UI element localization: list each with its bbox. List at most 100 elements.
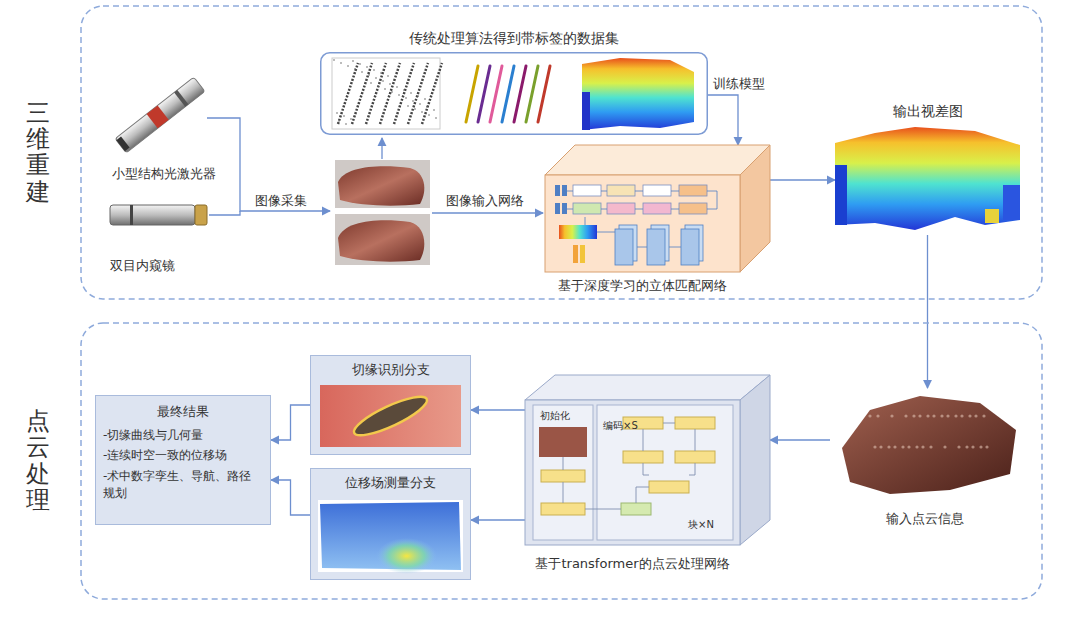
tcube-node: 基于transformer的点云处理网络 [525,375,770,545]
noise-dot [366,66,368,68]
label-line [478,66,490,122]
caption-label: 图像采集 [255,192,307,210]
noise-dot [396,86,398,88]
cube-node: 基于深度学习的立体匹配网络 [545,145,770,272]
cloud-point [932,414,935,417]
result-node: 最终结果-切缘曲线与几何量-连续时空一致的位移场-术中数字孪生、导航、路径规划 [95,395,271,525]
laser-band [147,105,169,128]
node-text: -切缘曲线与几何量 [95,427,271,447]
label-line [466,66,478,122]
cube-side [740,145,770,272]
inner-panel [597,405,733,540]
cloud-point [904,414,907,417]
feature-block [607,203,635,214]
label-line [526,66,538,122]
cloud-point [873,445,876,448]
branch-box [311,469,471,580]
block-link [563,423,695,509]
noise-dot [405,97,407,99]
cloud-point [901,445,904,448]
encoder-block [541,470,585,482]
image-frame [335,160,430,208]
feature-block [643,185,671,196]
cloud-point [979,445,982,448]
cloud-point [868,414,871,417]
encoder-block [675,417,715,429]
feature-block [607,185,635,196]
node-heading: 切缘识别分支 [310,355,471,379]
cube-front [545,175,740,272]
feature-block [679,203,707,214]
margin-curve [350,390,431,442]
conv-block [647,229,665,265]
noise-dot [343,115,345,117]
noise-dot [370,82,372,84]
node-text: -连续时空一致的位移场 [95,447,271,467]
cloud-node: 输入点云信息 [830,388,1020,500]
result-box [96,396,271,525]
noise-dot [387,75,389,77]
cloud-point [918,414,921,417]
noise-dot [338,120,340,122]
cloud-point [890,414,893,417]
endoscope-tip [195,205,207,225]
noise-dot [403,89,405,91]
cloud-point [887,445,890,448]
stripe-image [332,58,440,129]
noise-dot [426,106,428,108]
feature-block [573,185,601,196]
noise-dot [419,103,421,105]
noise-dot [368,74,370,76]
cloud-point [954,414,957,417]
label-line [490,66,502,122]
laser-illustration [115,77,205,153]
stereo-images [335,160,430,265]
laser-body [115,77,205,153]
band-node: 三维重建传统处理算法得到带标签的数据集基于深度学习的立体匹配网络输出视差图 [80,5,1043,300]
noise-dot [410,92,412,94]
point-cloud [842,396,1016,494]
noise-dot [361,71,363,73]
cloud-point [929,445,932,448]
noise-dot [424,98,426,100]
conv-block [681,229,699,265]
cube-shape [545,145,770,272]
tissue-thumbnail [539,427,587,457]
node-heading: 基于transformer的点云处理网络 [525,555,740,573]
disp-shape [835,125,1020,235]
feature-block [573,203,601,214]
disparity-edge [835,165,847,225]
disp-node: 输出视差图 [835,125,1020,235]
caption-label: 编码×S [603,420,613,431]
cloud-point [879,445,882,448]
cloud-point [946,414,949,417]
flow-connector [271,405,310,440]
cloud-point [960,414,963,417]
flow-connector [271,480,310,515]
node-heading: 点云处理 [26,408,50,514]
noise-dot [373,69,375,71]
noise-dot [336,112,338,114]
noise-dot [345,123,347,125]
cloud-point [943,445,946,448]
cloud-point [907,445,910,448]
image-frame [335,214,430,265]
branch2-node: 位移场测量分支 [310,468,471,580]
layer-block [555,185,560,196]
label-line [502,66,514,122]
tissue-image [338,166,424,205]
layer-block [555,203,560,214]
bar [573,245,578,263]
tcube-shape [525,375,770,545]
encoder-block [675,451,715,463]
cost-volume [559,225,597,239]
arrow-line [432,212,543,213]
cloud-point [893,445,896,448]
embed-block [621,503,651,515]
noise-dot [421,111,423,113]
cloud-point [965,445,968,448]
cloud-point [971,445,974,448]
node-heading: 基于深度学习的立体匹配网络 [545,277,740,295]
depth-map-edge [582,92,590,130]
tissue-image [338,220,424,261]
